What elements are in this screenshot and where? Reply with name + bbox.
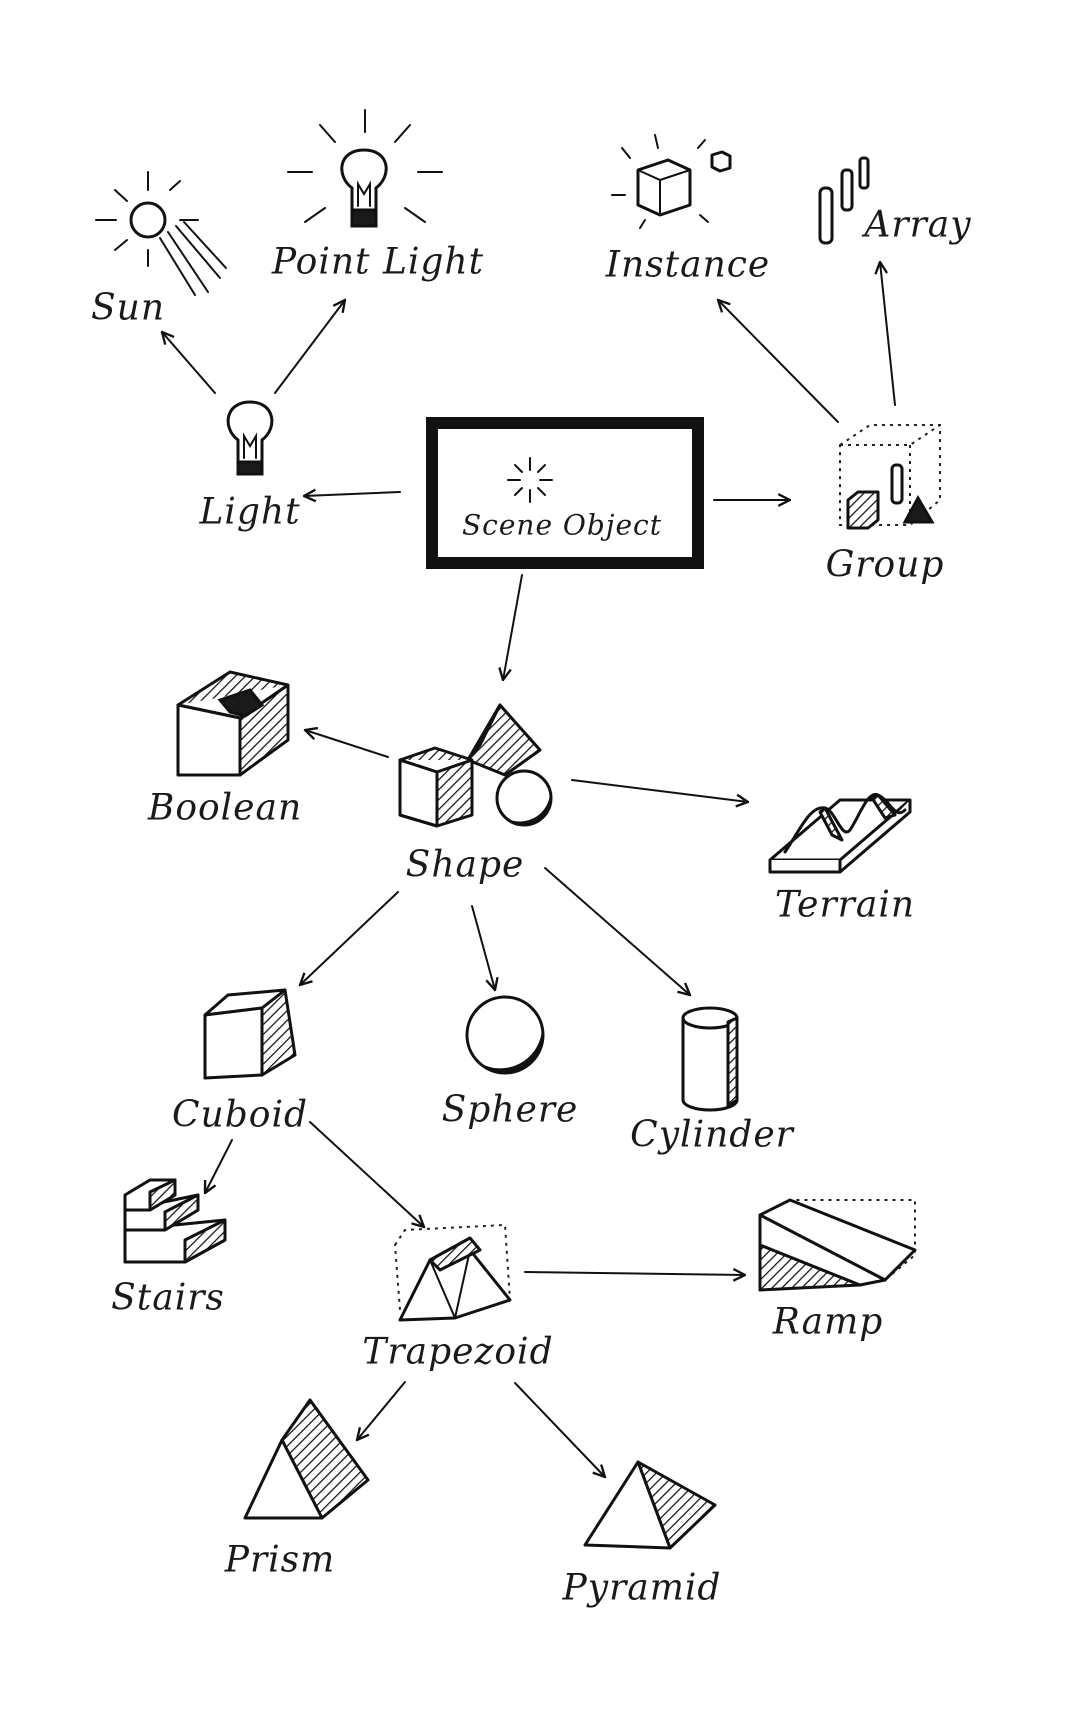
edge-scene-object-shape — [503, 574, 523, 680]
edges — [162, 262, 896, 1477]
node-label-shape: Shape — [405, 844, 525, 886]
node-label-group: Group — [825, 544, 945, 586]
node-label-sun: Sun — [90, 287, 166, 329]
node-label-ramp: Ramp — [772, 1301, 884, 1343]
pyramid-icon — [583, 1460, 717, 1550]
node-label-prism: Prism — [224, 1539, 336, 1581]
prism-icon — [243, 1398, 370, 1520]
edge-light-sun — [162, 332, 216, 394]
edge-shape-sphere — [471, 905, 495, 990]
node-label-terrain: Terrain — [774, 884, 916, 926]
edge-shape-cuboid — [300, 891, 399, 985]
node-label-point-light: Point Light — [271, 241, 485, 283]
edge-shape-cylinder — [544, 867, 690, 995]
scene-object-box — [426, 417, 704, 569]
node-label-pyramid: Pyramid — [562, 1567, 722, 1609]
node-label-trapezoid: Trapezoid — [362, 1331, 554, 1373]
edge-cuboid-trapezoid — [309, 1121, 424, 1227]
node-label-cuboid: Cuboid — [171, 1094, 309, 1136]
edge-group-array — [880, 262, 896, 406]
ramp-icon — [758, 1198, 917, 1292]
node-label-array: Array — [864, 204, 972, 246]
node-label-sphere: Sphere — [441, 1089, 579, 1131]
edge-trapezoid-pyramid — [514, 1382, 605, 1477]
node-label-cylinder: Cylinder — [630, 1114, 794, 1156]
array-icon — [818, 156, 870, 245]
trapezoid-icon — [393, 1223, 512, 1322]
sun-icon — [95, 171, 227, 296]
instance-icon — [611, 134, 732, 229]
stairs-icon — [123, 1178, 227, 1264]
point-light-icon — [287, 109, 443, 228]
terrain-icon — [768, 792, 912, 874]
sparkle-icon — [507, 457, 553, 503]
edge-trapezoid-prism — [357, 1381, 406, 1440]
edge-group-instance — [718, 300, 839, 423]
cylinder-icon — [681, 1006, 739, 1112]
node-label-boolean: Boolean — [147, 787, 303, 829]
cuboid-icon — [203, 988, 297, 1080]
sphere-icon — [465, 995, 545, 1075]
edge-cuboid-stairs — [205, 1139, 233, 1193]
edge-light-point-light — [274, 300, 345, 394]
edge-shape-boolean — [305, 730, 389, 758]
node-label-scene-object: Scene Object — [461, 508, 663, 542]
boolean-icon — [176, 670, 290, 777]
edge-scene-object-light — [304, 492, 401, 496]
node-label-stairs: Stairs — [111, 1277, 225, 1319]
shape-icon — [398, 703, 553, 828]
edge-shape-terrain — [571, 779, 748, 802]
node-label-instance: Instance — [605, 244, 771, 286]
light-bulb-icon — [226, 400, 274, 476]
group-icon — [839, 424, 941, 530]
edge-trapezoid-ramp — [524, 1272, 745, 1275]
node-label-light: Light — [199, 491, 301, 533]
